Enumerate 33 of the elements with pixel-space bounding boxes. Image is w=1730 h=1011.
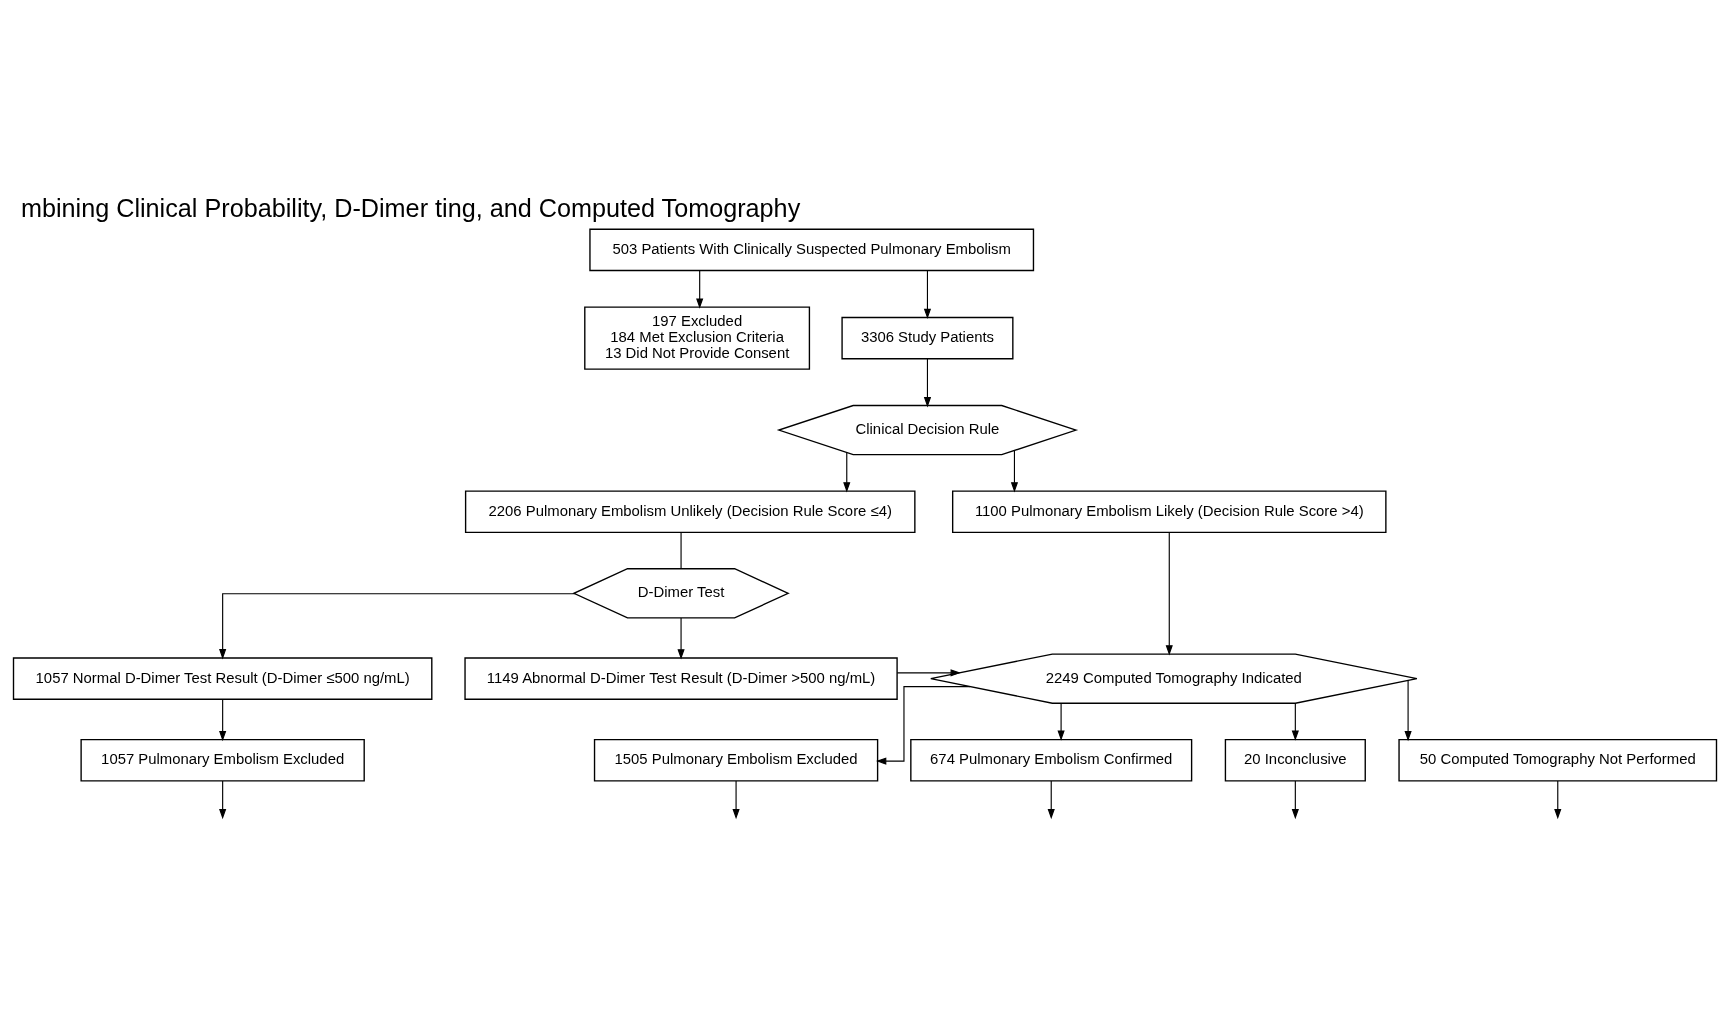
arrow xyxy=(1291,780,1299,820)
arrow xyxy=(219,699,227,742)
arrow xyxy=(1010,450,1019,493)
arrow xyxy=(896,669,961,677)
connector xyxy=(680,532,682,570)
arrow xyxy=(1554,780,1562,820)
arrow xyxy=(732,780,740,820)
node-box: 1057 Pulmonary Embolism Excluded xyxy=(80,738,365,782)
node-box: 674 Pulmonary Embolism Confirmed xyxy=(910,738,1193,782)
node-box: 50 Computed Tomography Not Performed xyxy=(1398,738,1718,782)
diagram-title: mbining Clinical Probability, D-Dimer ting, and Computed Tomography xyxy=(20,194,801,223)
node-box: 197 Excluded 184 Met Exclusion Criteria 13 Did Not Provide Consent xyxy=(584,306,811,370)
node-box: 1149 Abnormal D-Dimer Test Result (D-Dimer >500 ng/mL) xyxy=(464,657,898,700)
node-box: 1100 Pulmonary Embolism Likely (Decision Rule Score >4) xyxy=(951,490,1387,533)
node-box: 3306 Study Patients xyxy=(841,316,1014,360)
node-box: 503 Patients With Clinically Suspected Pulmonary Embolism xyxy=(589,228,1035,272)
arrow xyxy=(1291,702,1299,741)
arrow xyxy=(1404,680,1412,742)
node-box: 1057 Normal D-Dimer Test Result (D-Dimer ≤500 ng/mL) xyxy=(12,657,433,700)
arrow xyxy=(696,270,704,309)
arrow xyxy=(923,358,932,408)
arrow xyxy=(843,452,851,493)
arrow xyxy=(923,270,932,320)
node-box: 2206 Pulmonary Embolism Unlikely (Decision Rule Score ≤4) xyxy=(464,490,916,533)
node-box: 1505 Pulmonary Embolism Excluded xyxy=(593,738,879,782)
arrow xyxy=(1165,531,1173,656)
arrow xyxy=(1047,780,1055,820)
arrow xyxy=(876,686,971,765)
arrow xyxy=(677,617,685,660)
arrow xyxy=(219,593,576,660)
arrow xyxy=(219,780,227,820)
node-box: 20 Inconclusive xyxy=(1224,738,1366,782)
arrow xyxy=(1057,702,1065,741)
